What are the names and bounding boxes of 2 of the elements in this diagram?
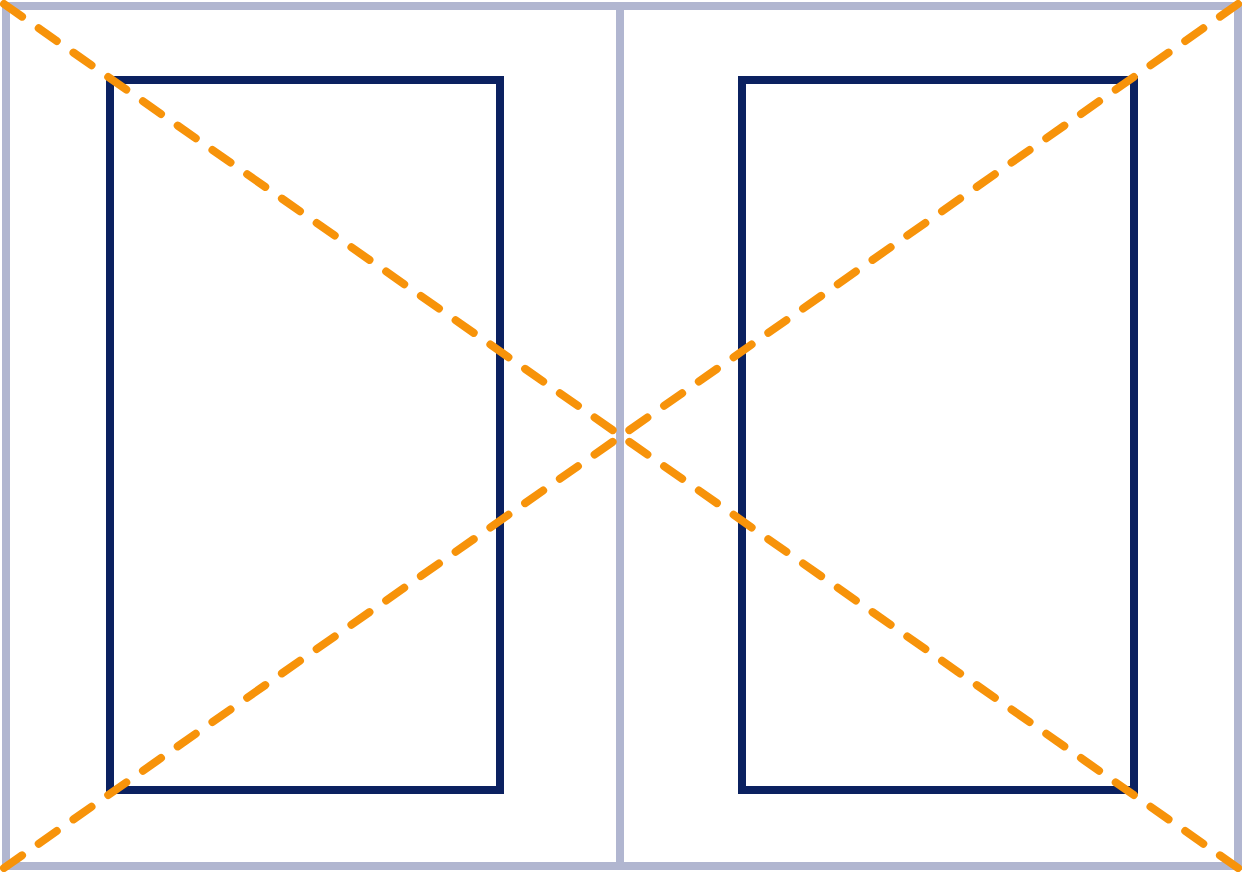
text-block-frame <box>106 76 504 794</box>
text-block-frame <box>738 76 1138 794</box>
